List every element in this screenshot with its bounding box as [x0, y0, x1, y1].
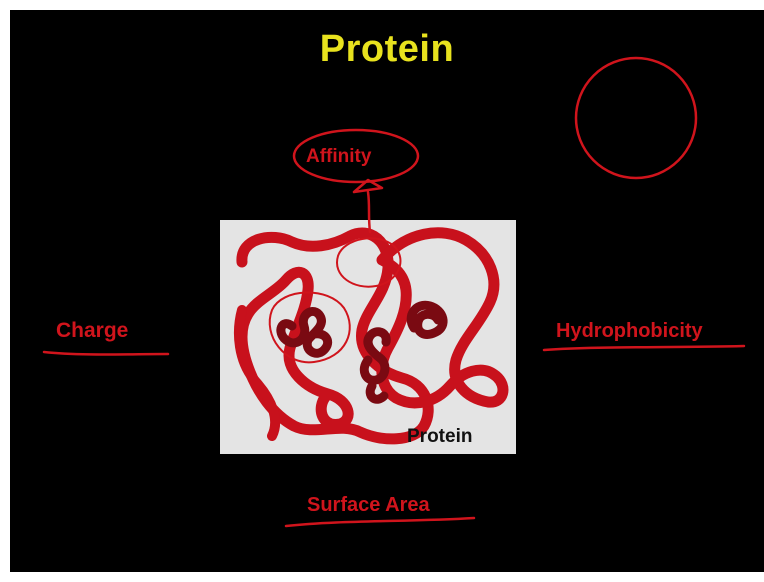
hydrophobicity-underline: [544, 346, 744, 350]
slide-canvas: Protein Protein Affinity Charge Hydropho…: [10, 10, 764, 572]
affinity-arrow-head: [354, 180, 382, 192]
slide-title: Protein: [10, 28, 764, 71]
surface-area-underline: [286, 518, 474, 526]
sketch-circle: [576, 58, 696, 178]
charge-underline: [44, 352, 168, 355]
protein-image-panel: [220, 220, 516, 454]
protein-panel-label: Protein: [407, 426, 472, 448]
surface-area-label: Surface Area: [307, 494, 430, 517]
charge-label: Charge: [56, 319, 128, 343]
hydrophobicity-label: Hydrophobicity: [556, 320, 703, 343]
affinity-label: Affinity: [306, 146, 371, 168]
